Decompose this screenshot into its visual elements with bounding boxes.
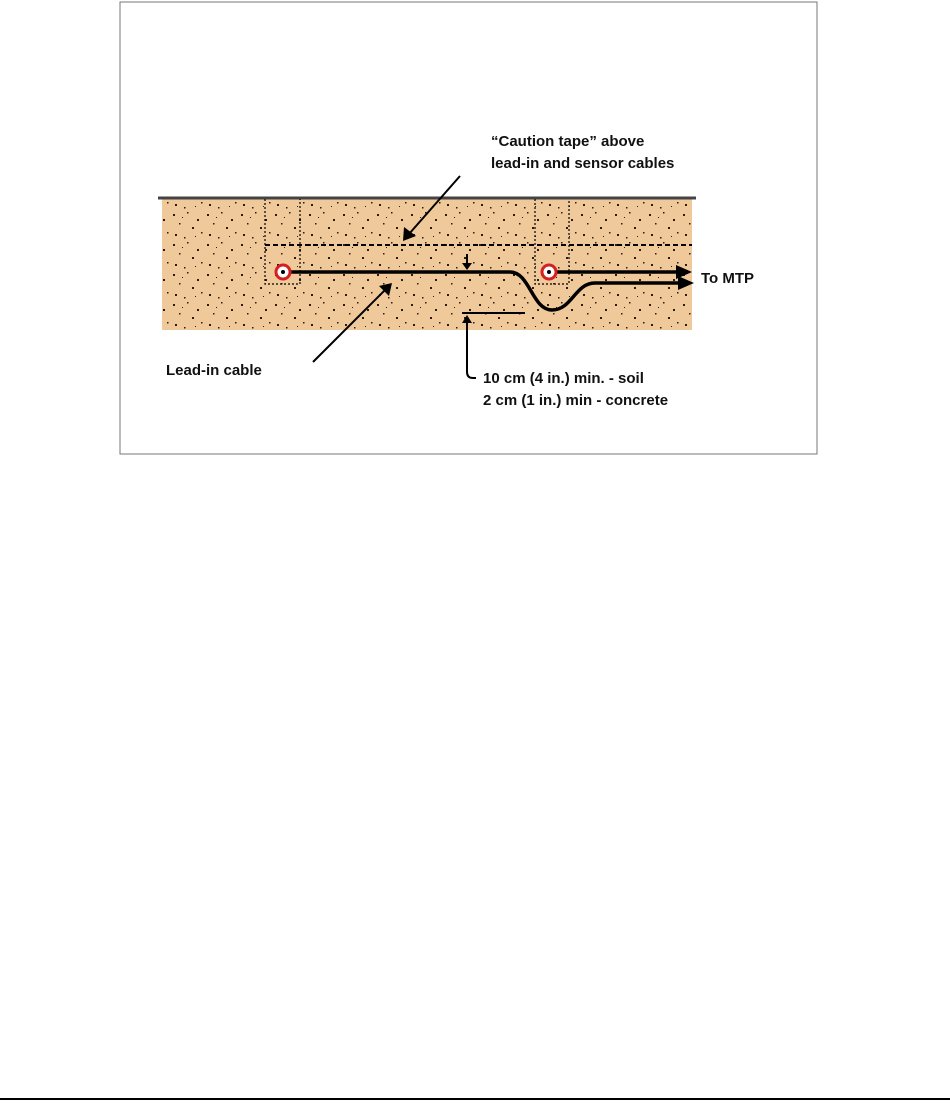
lead-in-cable-label: Lead-in cable <box>166 362 262 379</box>
depth-concrete-label: 2 cm (1 in.) min - concrete <box>483 392 668 409</box>
sensor-ring-right-core <box>547 270 551 274</box>
sensor-ring-left-core <box>281 270 285 274</box>
depth-soil-label: 10 cm (4 in.) min. - soil <box>483 370 644 387</box>
to-mtp-label: To MTP <box>701 270 754 287</box>
caution-tape-label-line1: “Caution tape” above <box>491 133 644 150</box>
soil-texture <box>162 199 692 330</box>
page-bottom-rule <box>0 1098 950 1100</box>
caution-tape-label-line2: lead-in and sensor cables <box>491 155 674 172</box>
